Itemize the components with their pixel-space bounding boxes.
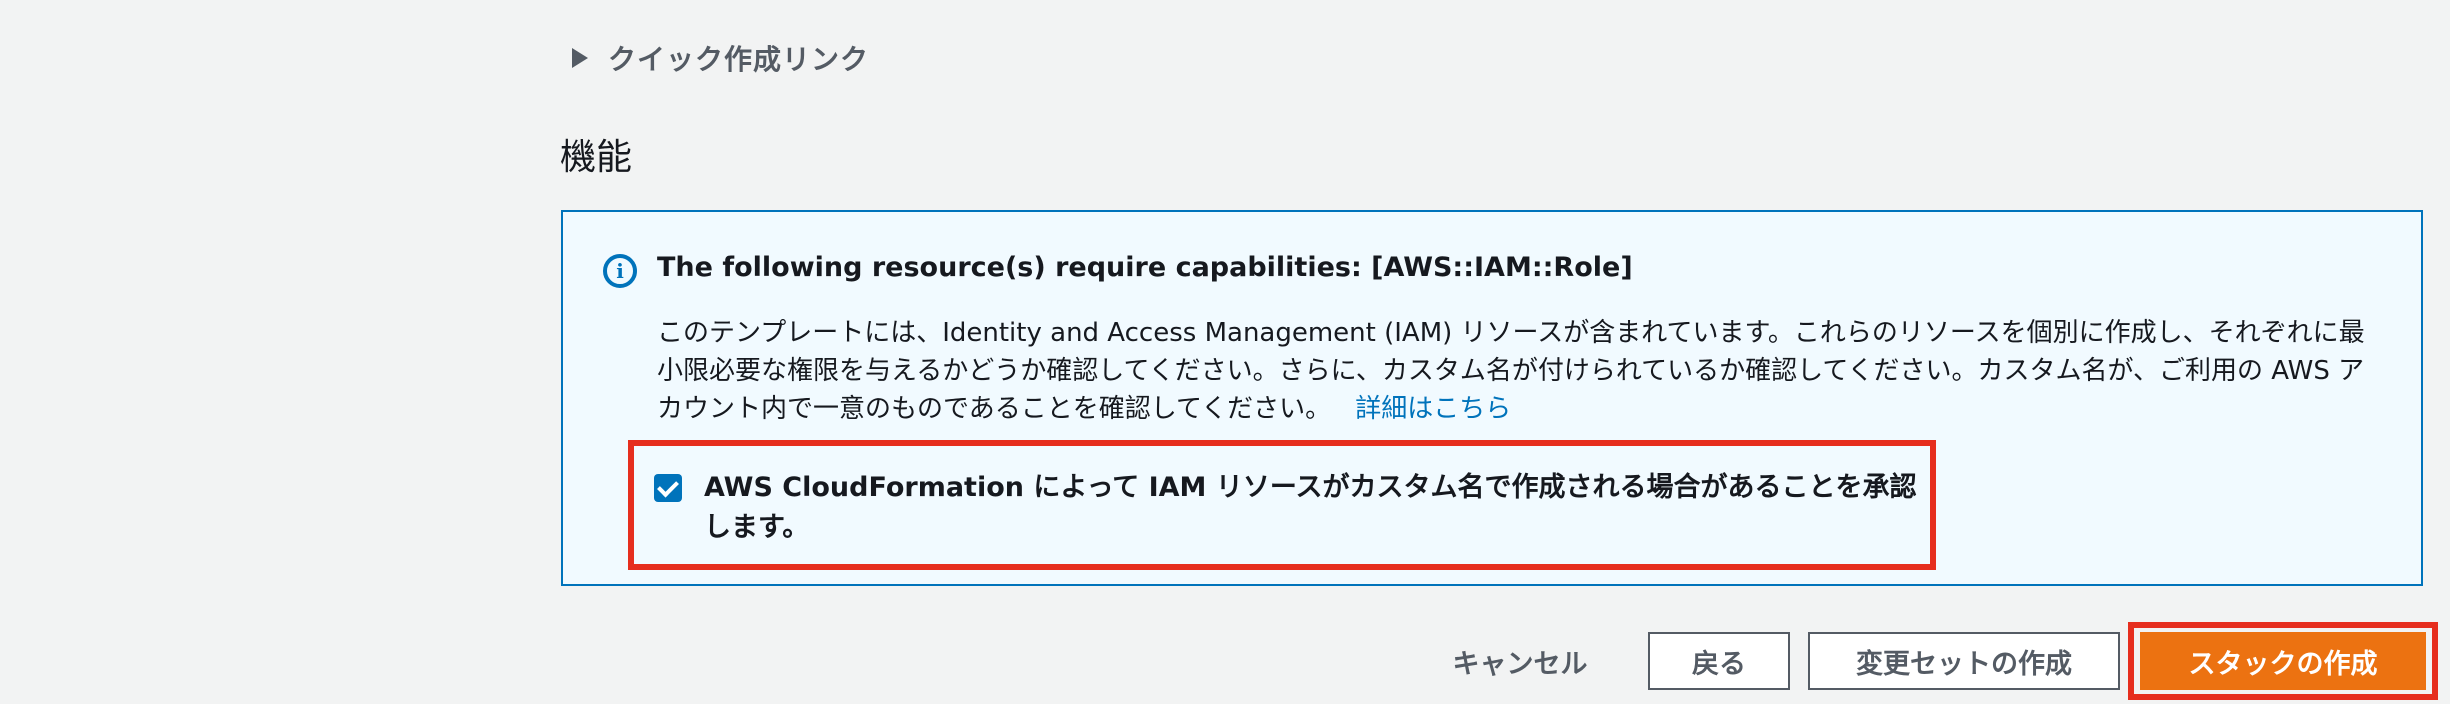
info-alert-heading: The following resource(s) require capabi… (657, 252, 1633, 283)
iam-acknowledgement-checkbox-row[interactable]: AWS CloudFormation によって IAM リソースがカスタム名で作… (654, 468, 1924, 548)
quick-create-link-label: クイック作成リンク (608, 43, 870, 76)
info-alert-text: このテンプレートには、Identity and Access Managemen… (657, 318, 2365, 424)
caret-right-icon (572, 48, 588, 68)
learn-more-link[interactable]: 詳細はこちら (1355, 394, 1512, 424)
info-alert-body: このテンプレートには、Identity and Access Managemen… (657, 314, 2377, 428)
create-stack-button[interactable]: スタックの作成 (2140, 632, 2426, 690)
cancel-button[interactable]: キャンセル (1440, 632, 1600, 690)
create-change-set-button[interactable]: 変更セットの作成 (1808, 632, 2120, 690)
capabilities-section-title: 機能 (560, 137, 633, 178)
quick-create-link-toggle[interactable]: クイック作成リンク (572, 38, 869, 78)
acknowledgement-checkbox[interactable] (654, 474, 682, 502)
acknowledgement-label[interactable]: AWS CloudFormation によって IAM リソースがカスタム名で作… (704, 472, 1917, 543)
acknowledgement-highlight (628, 440, 1936, 570)
checkmark-icon (657, 475, 679, 497)
info-icon: i (603, 254, 637, 288)
capabilities-info-alert: i The following resource(s) require capa… (561, 210, 2423, 586)
create-stack-highlight (2128, 622, 2438, 700)
back-button[interactable]: 戻る (1648, 632, 1790, 690)
